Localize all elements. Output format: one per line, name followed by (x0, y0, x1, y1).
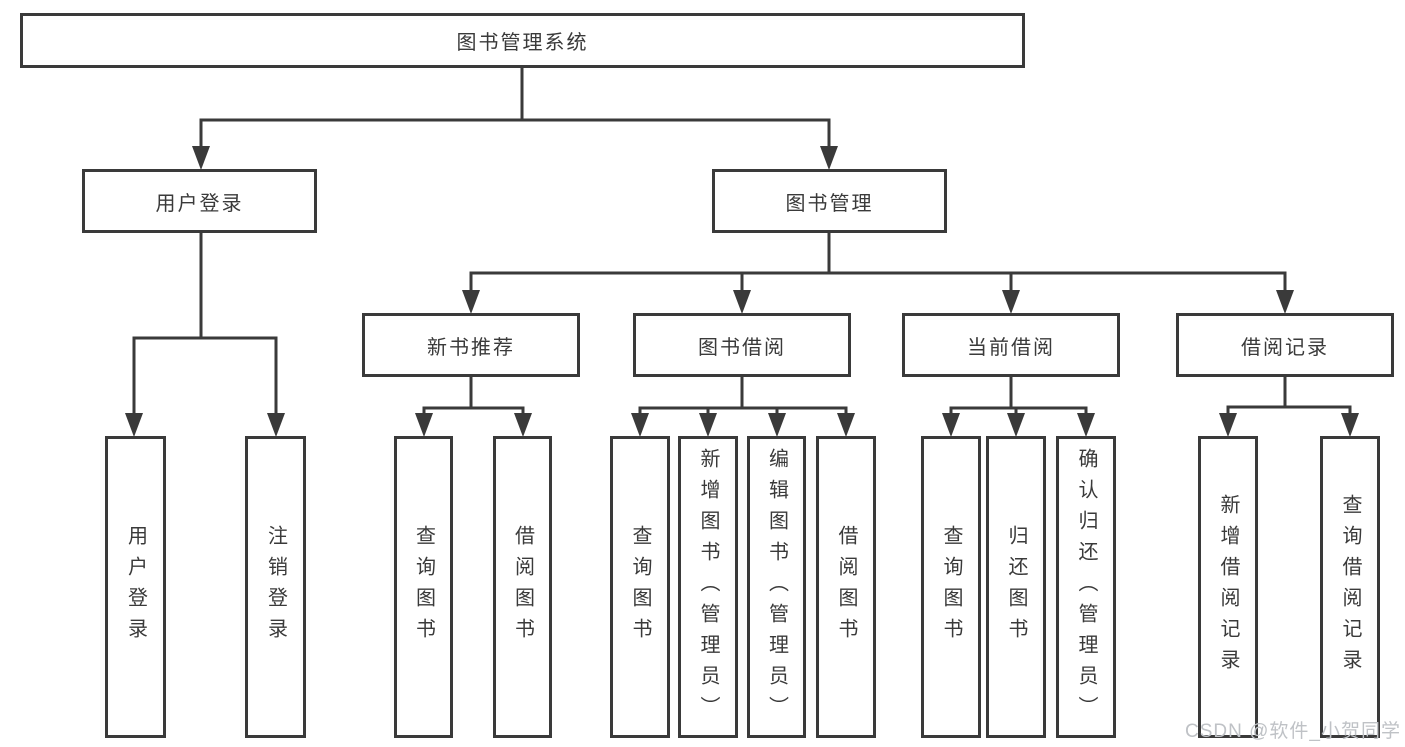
arrow-down-icon (820, 146, 838, 170)
leaf-logout: 注销登录 (245, 436, 306, 738)
arrow-down-icon (1219, 413, 1237, 437)
arrow-down-icon (942, 413, 960, 437)
leaf-query-book-2: 查询图书 (610, 436, 670, 738)
arrow-down-icon (733, 290, 751, 314)
node-label: 注销登录 (264, 525, 287, 649)
node-borrow-records: 借阅记录 (1176, 313, 1394, 377)
arrow-down-icon (699, 413, 717, 437)
arrow-down-icon (267, 413, 285, 437)
leaf-add-book-admin: 新增图书（管理员） (678, 436, 738, 738)
arrow-down-icon (1341, 413, 1359, 437)
arrow-down-icon (415, 413, 433, 437)
arrow-down-icon (631, 413, 649, 437)
arrow-down-icon (1007, 413, 1025, 437)
arrow-down-icon (1002, 290, 1020, 314)
node-label: 用户登录 (155, 192, 244, 215)
node-label: 查询图书 (629, 525, 651, 649)
leaf-borrow-book-1: 借阅图书 (493, 436, 552, 738)
node-label: 确认归还（管理员） (1075, 447, 1097, 727)
leaf-add-borrow-record: 新增借阅记录 (1198, 436, 1258, 738)
arrow-down-icon (192, 146, 210, 170)
node-new-book-recommend: 新书推荐 (362, 313, 580, 377)
arrow-down-icon (462, 290, 480, 314)
leaf-edit-book-admin: 编辑图书（管理员） (747, 436, 806, 738)
node-current-borrow: 当前借阅 (902, 313, 1120, 377)
arrow-down-icon (837, 413, 855, 437)
leaf-user-login: 用户登录 (105, 436, 166, 738)
node-label: 查询图书 (412, 525, 435, 649)
watermark: CSDN @软件_小贺同学 (1185, 721, 1401, 742)
arrow-down-icon (1276, 290, 1294, 314)
node-label: 归还图书 (1005, 525, 1027, 649)
node-label: 查询借阅记录 (1339, 494, 1361, 680)
leaf-confirm-return-admin: 确认归还（管理员） (1056, 436, 1116, 738)
node-label: 查询图书 (940, 525, 962, 649)
arrow-down-icon (768, 413, 786, 437)
node-label: 图书管理系统 (456, 32, 589, 54)
arrow-down-icon (514, 413, 532, 437)
leaf-borrow-book-2: 借阅图书 (816, 436, 876, 738)
node-book-management: 图书管理 (712, 169, 947, 233)
node-label: 编辑图书（管理员） (765, 447, 788, 727)
arrow-down-icon (1077, 413, 1095, 437)
leaf-query-book-3: 查询图书 (921, 436, 981, 738)
node-label: 新增图书（管理员） (697, 447, 719, 727)
node-book-borrow: 图书借阅 (633, 313, 851, 377)
node-root: 图书管理系统 (20, 13, 1025, 68)
arrow-down-icon (125, 413, 143, 437)
leaf-query-borrow-record: 查询借阅记录 (1320, 436, 1380, 738)
node-label: 借阅记录 (1241, 336, 1329, 359)
leaf-query-book-1: 查询图书 (394, 436, 453, 738)
node-label: 新书推荐 (427, 336, 515, 359)
node-label: 图书管理 (785, 192, 874, 215)
node-label: 当前借阅 (967, 336, 1055, 359)
leaf-return-book: 归还图书 (986, 436, 1046, 738)
node-label: 借阅图书 (511, 525, 534, 649)
node-label: 新增借阅记录 (1217, 494, 1239, 680)
node-label: 借阅图书 (835, 525, 857, 649)
node-label: 用户登录 (124, 525, 147, 649)
node-label: 图书借阅 (698, 336, 786, 359)
node-user-login: 用户登录 (82, 169, 317, 233)
